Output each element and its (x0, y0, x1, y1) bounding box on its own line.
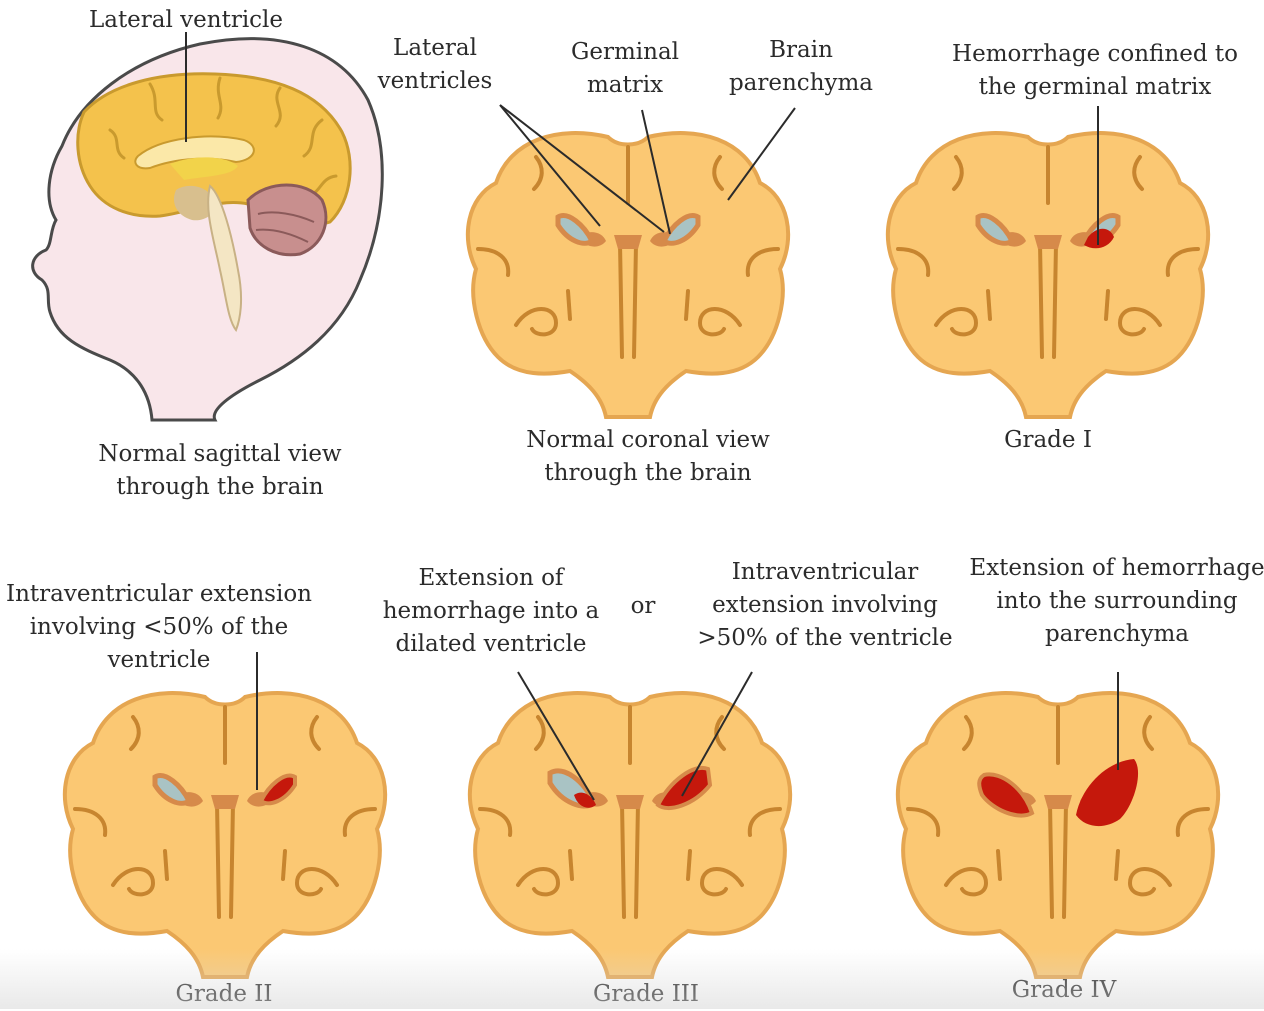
annotation-grade3-left: Extension of hemorrhage into a dilated v… (380, 562, 602, 661)
label-germinal-matrix: Germinal matrix (560, 36, 690, 102)
annotation-grade4: Extension of hemorrhage into the surroun… (964, 552, 1264, 651)
caption-grade1: Grade I (978, 424, 1118, 457)
caption-normal-sagittal: Normal sagittal view through the brain (80, 438, 360, 504)
caption-grade4: Grade IV (994, 974, 1134, 1007)
label-lateral-ventricle-sagittal: Lateral ventricle (86, 4, 286, 37)
label-lateral-ventricles: Lateral ventricles (370, 32, 500, 98)
grade3-coronal-section (470, 693, 790, 977)
caption-grade3: Grade III (576, 978, 716, 1011)
label-brain-parenchyma: Brain parenchyma (726, 34, 876, 100)
or-separator: or (618, 590, 668, 623)
caption-normal-coronal: Normal coronal view through the brain (508, 424, 788, 490)
annotation-grade1: Hemorrhage confined to the germinal matr… (940, 38, 1250, 104)
annotation-grade2: Intraventricular extension involving <50… (4, 578, 314, 677)
grade2-coronal-section (65, 693, 385, 977)
sagittal-head-illustration (33, 32, 383, 420)
grade1-coronal-section (888, 133, 1208, 417)
annotation-grade3-right: Intraventricular extension involving >50… (690, 556, 960, 655)
normal-coronal-section (468, 133, 788, 417)
grade4-coronal-section (898, 693, 1218, 977)
caption-grade2: Grade II (154, 978, 294, 1011)
